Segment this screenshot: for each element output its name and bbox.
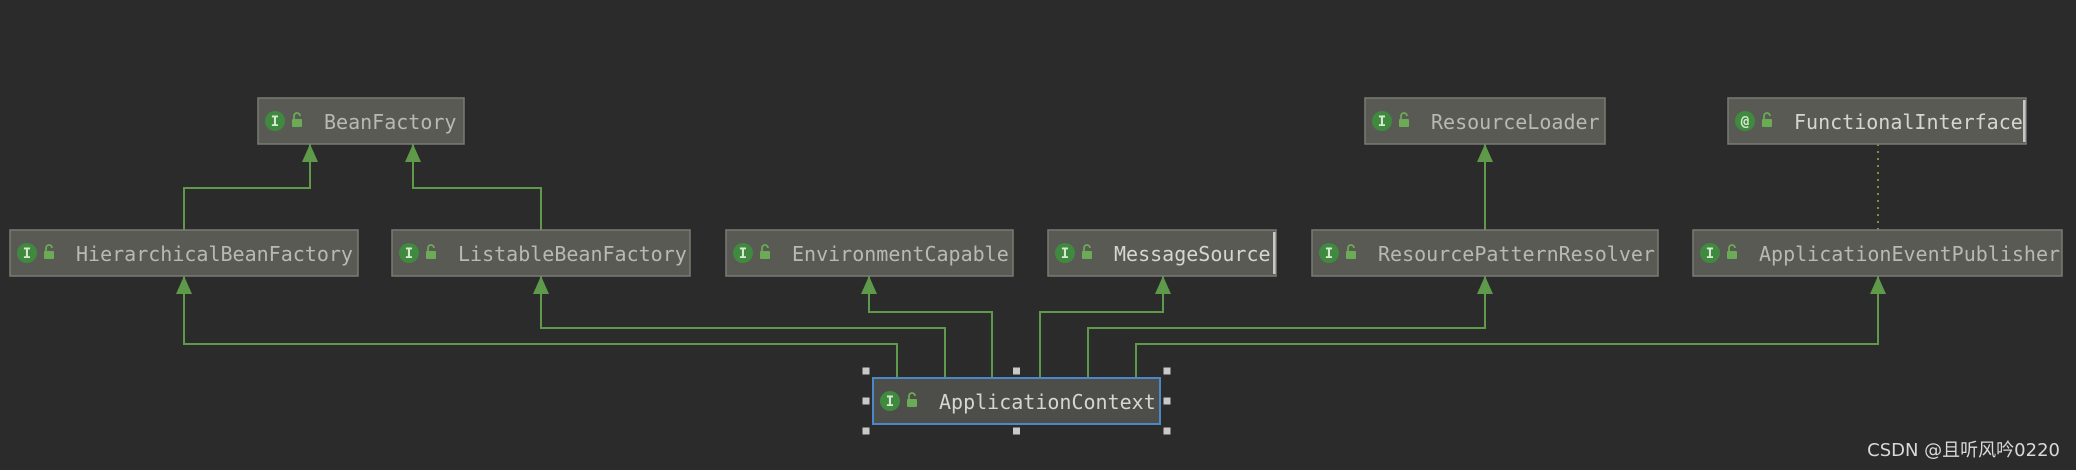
edge-ResourcePatternResolver-to-ResourceLoader — [1477, 144, 1493, 230]
node-HierarchicalBeanFactory[interactable]: I HierarchicalBeanFactory — [9, 229, 359, 277]
node-EnvironmentCapable[interactable]: I EnvironmentCapable — [725, 229, 1014, 277]
node-label: ListableBeanFactory — [458, 242, 687, 266]
lock-icon — [426, 244, 436, 259]
edge-ApplicationContext-to-EnvironmentCapable — [861, 276, 993, 378]
edge-line — [1135, 276, 1879, 378]
selection-handle[interactable] — [1163, 367, 1171, 375]
lock-icon — [1727, 244, 1737, 259]
node-label: BeanFactory — [324, 110, 456, 134]
lock-icon — [907, 392, 917, 407]
arrowhead-icon — [533, 276, 549, 294]
arrowhead-icon — [302, 144, 318, 162]
interface-type-icon — [1372, 111, 1392, 131]
arrowhead-icon — [861, 276, 877, 294]
interface-type-icon — [399, 243, 419, 263]
selection-handle[interactable] — [862, 367, 870, 375]
arrowhead-icon — [1477, 144, 1493, 162]
node-box[interactable] — [872, 377, 1161, 425]
node-label: ApplicationContext — [939, 390, 1156, 414]
edge-ListableBeanFactory-to-BeanFactory — [405, 144, 542, 230]
annotation-type-icon — [1735, 111, 1755, 131]
node-box[interactable] — [391, 229, 691, 277]
lock-icon — [1346, 244, 1356, 259]
edge-line — [183, 276, 898, 378]
selection-handle[interactable] — [1163, 427, 1171, 435]
interface-type-icon — [265, 111, 285, 131]
node-label: ApplicationEventPublisher — [1759, 242, 2060, 266]
edge-line — [183, 144, 311, 230]
arrowhead-icon — [1155, 276, 1171, 294]
edge-line — [1087, 276, 1486, 378]
node-FunctionalInterface[interactable]: @ FunctionalInterface — [1727, 97, 2027, 145]
node-label: FunctionalInterface — [1794, 110, 2023, 134]
edge-ApplicationContext-to-ListableBeanFactory — [533, 276, 946, 378]
edges-layer — [176, 144, 1886, 378]
node-ResourcePatternResolver[interactable]: I ResourcePatternResolver — [1311, 229, 1659, 277]
type-badge-letter: @ — [1741, 114, 1749, 130]
selection-handle[interactable] — [862, 427, 870, 435]
node-BeanFactory[interactable]: I BeanFactory — [257, 97, 465, 145]
watermark: CSDN @且听风吟0220 — [1867, 440, 2060, 461]
node-label: ResourcePatternResolver — [1378, 242, 1655, 266]
selection-handle[interactable] — [1163, 397, 1171, 405]
interface-type-icon — [1700, 243, 1720, 263]
interface-type-icon — [1319, 243, 1339, 263]
type-badge-letter: I — [739, 246, 747, 262]
interface-type-icon — [733, 243, 753, 263]
type-badge-letter: I — [1706, 246, 1714, 262]
edge-ApplicationContext-to-MessageSource — [1039, 276, 1171, 378]
node-ApplicationEventPublisher[interactable]: I ApplicationEventPublisher — [1692, 229, 2063, 277]
node-edge-marker — [1273, 232, 1276, 274]
interface-type-icon — [880, 391, 900, 411]
edge-line — [412, 144, 542, 230]
lock-icon — [292, 112, 302, 127]
node-ResourceLoader[interactable]: I ResourceLoader — [1364, 97, 1606, 145]
node-ApplicationContext[interactable]: I ApplicationContext — [872, 377, 1161, 425]
edge-line — [540, 276, 946, 378]
selection-handles — [862, 367, 1171, 435]
node-box[interactable] — [1311, 229, 1659, 277]
node-label: ResourceLoader — [1431, 110, 1600, 134]
node-label: EnvironmentCapable — [792, 242, 1009, 266]
node-box[interactable] — [1727, 97, 2027, 145]
type-badge-letter: I — [405, 246, 413, 262]
interface-type-icon — [17, 243, 37, 263]
selection-handle[interactable] — [862, 397, 870, 405]
lock-icon — [1082, 244, 1092, 259]
arrowhead-icon — [405, 144, 421, 162]
selection-handle[interactable] — [1013, 427, 1020, 435]
edge-ApplicationContext-to-ResourcePatternResolver — [1087, 276, 1493, 378]
node-box[interactable] — [9, 229, 359, 277]
lock-icon — [760, 244, 770, 259]
lock-icon — [1762, 112, 1772, 127]
node-MessageSource[interactable]: I MessageSource — [1047, 229, 1277, 277]
arrowhead-icon — [1870, 276, 1886, 294]
interface-type-icon — [1055, 243, 1075, 263]
type-badge-letter: I — [271, 114, 279, 130]
node-edge-marker — [2023, 100, 2026, 142]
arrowhead-icon — [176, 276, 192, 294]
lock-icon — [44, 244, 54, 259]
node-ListableBeanFactory[interactable]: I ListableBeanFactory — [391, 229, 691, 277]
type-badge-letter: I — [1325, 246, 1333, 262]
edge-HierarchicalBeanFactory-to-BeanFactory — [183, 144, 318, 230]
lock-icon — [1399, 112, 1409, 127]
type-badge-letter: I — [886, 394, 894, 410]
arrowhead-icon — [1477, 276, 1493, 294]
node-label: MessageSource — [1114, 242, 1271, 266]
type-badge-letter: I — [1061, 246, 1069, 262]
type-badge-letter: I — [23, 246, 31, 262]
edge-ApplicationContext-to-HierarchicalBeanFactory — [176, 276, 898, 378]
node-label: HierarchicalBeanFactory — [76, 242, 353, 266]
selection-handle[interactable] — [1013, 367, 1020, 375]
node-box[interactable] — [725, 229, 1014, 277]
edge-ApplicationContext-to-ApplicationEventPublisher — [1135, 276, 1886, 378]
type-badge-letter: I — [1378, 114, 1386, 130]
node-box[interactable] — [1692, 229, 2063, 277]
